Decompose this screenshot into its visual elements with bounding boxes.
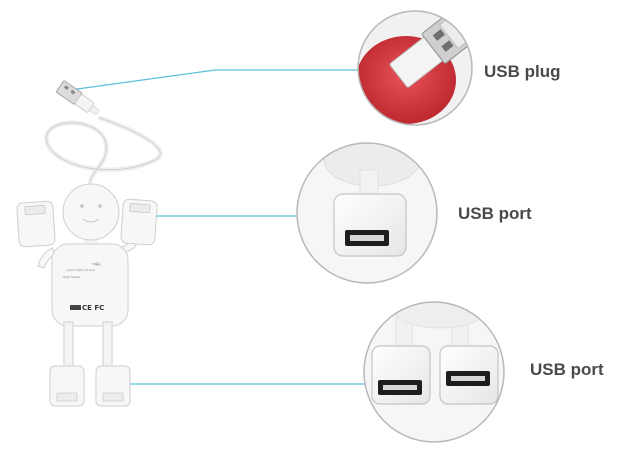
left-leg: [63, 321, 74, 369]
hand-port-closeup: [296, 142, 438, 284]
hub-power-text: Power: [92, 262, 102, 266]
robot-head: [62, 183, 120, 241]
foot-ports-closeup: [363, 301, 505, 443]
usb-cable: [44, 115, 163, 185]
robot-body: [51, 243, 129, 327]
robot-face: [80, 204, 102, 223]
hub-model-text: 4-port USB 2.0 Hub: [66, 268, 95, 272]
power-led: [94, 261, 100, 267]
usb-plug-icon: [56, 80, 99, 115]
plug-leader-line: [69, 69, 362, 91]
right-leg: [102, 321, 113, 369]
hub-speed-text: High Speed: [63, 275, 81, 279]
plug-closeup: [357, 10, 473, 126]
usb-logo-mark: [70, 305, 81, 310]
usb-port-label-1: USB port: [458, 204, 532, 223]
leader-lines: [69, 69, 366, 385]
usb-hub-robot: [16, 183, 158, 407]
usb-plug-label: USB plug: [484, 62, 561, 81]
certification-marks: CE FC: [82, 304, 105, 312]
usb-port-label-2: USB port: [530, 360, 604, 379]
